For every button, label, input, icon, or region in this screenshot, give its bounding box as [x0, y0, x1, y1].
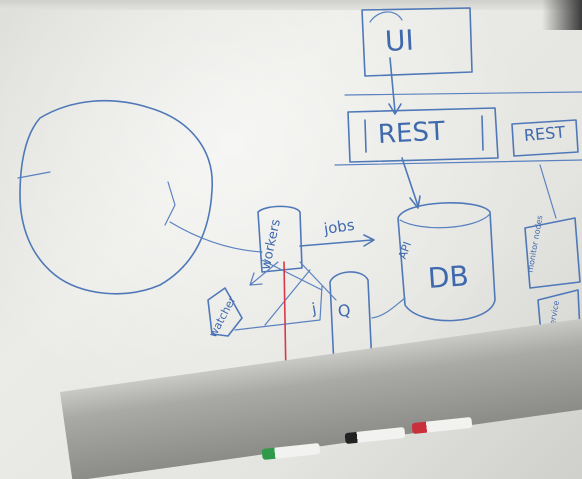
- right-band-connector: [539, 164, 557, 219]
- red-crossout-line: [283, 261, 287, 379]
- queue-to-db-arrow: [371, 297, 406, 319]
- db-cylinder-top: [399, 213, 491, 229]
- label-rest-main: REST: [377, 116, 446, 150]
- ui-box-top-loop: [369, 11, 403, 23]
- rest-tier-band: [334, 91, 582, 166]
- ui-box: [361, 7, 473, 77]
- worker-cross-line: [261, 259, 323, 326]
- rest-left-bracket: [364, 119, 367, 153]
- rest-right-box: [511, 119, 579, 157]
- ui-to-rest-arrow: [388, 57, 402, 115]
- rest-main-box: [347, 107, 499, 163]
- right-box-monitor: [524, 217, 581, 289]
- board-corner-shadow: [542, 0, 582, 30]
- watcher-box: [207, 287, 243, 337]
- db-cylinder: [397, 202, 496, 322]
- workers-box: [257, 205, 303, 273]
- label-db: DB: [426, 259, 470, 295]
- cloud-shape: [19, 99, 213, 295]
- cloud-connector-line: [164, 181, 263, 253]
- watcher-bottom-line: [234, 285, 323, 331]
- board-top-frame: [0, 0, 582, 10]
- label-queue: Q: [336, 300, 352, 321]
- label-rest-right: REST: [523, 122, 566, 145]
- rest-to-db-arrow: [401, 157, 421, 209]
- label-ui: UI: [384, 23, 415, 58]
- rest-right-bracket: [481, 115, 484, 151]
- cloud-inner-stroke: [17, 171, 51, 179]
- jobs-arrow: [299, 234, 375, 247]
- worker-to-queue-line: [299, 261, 337, 301]
